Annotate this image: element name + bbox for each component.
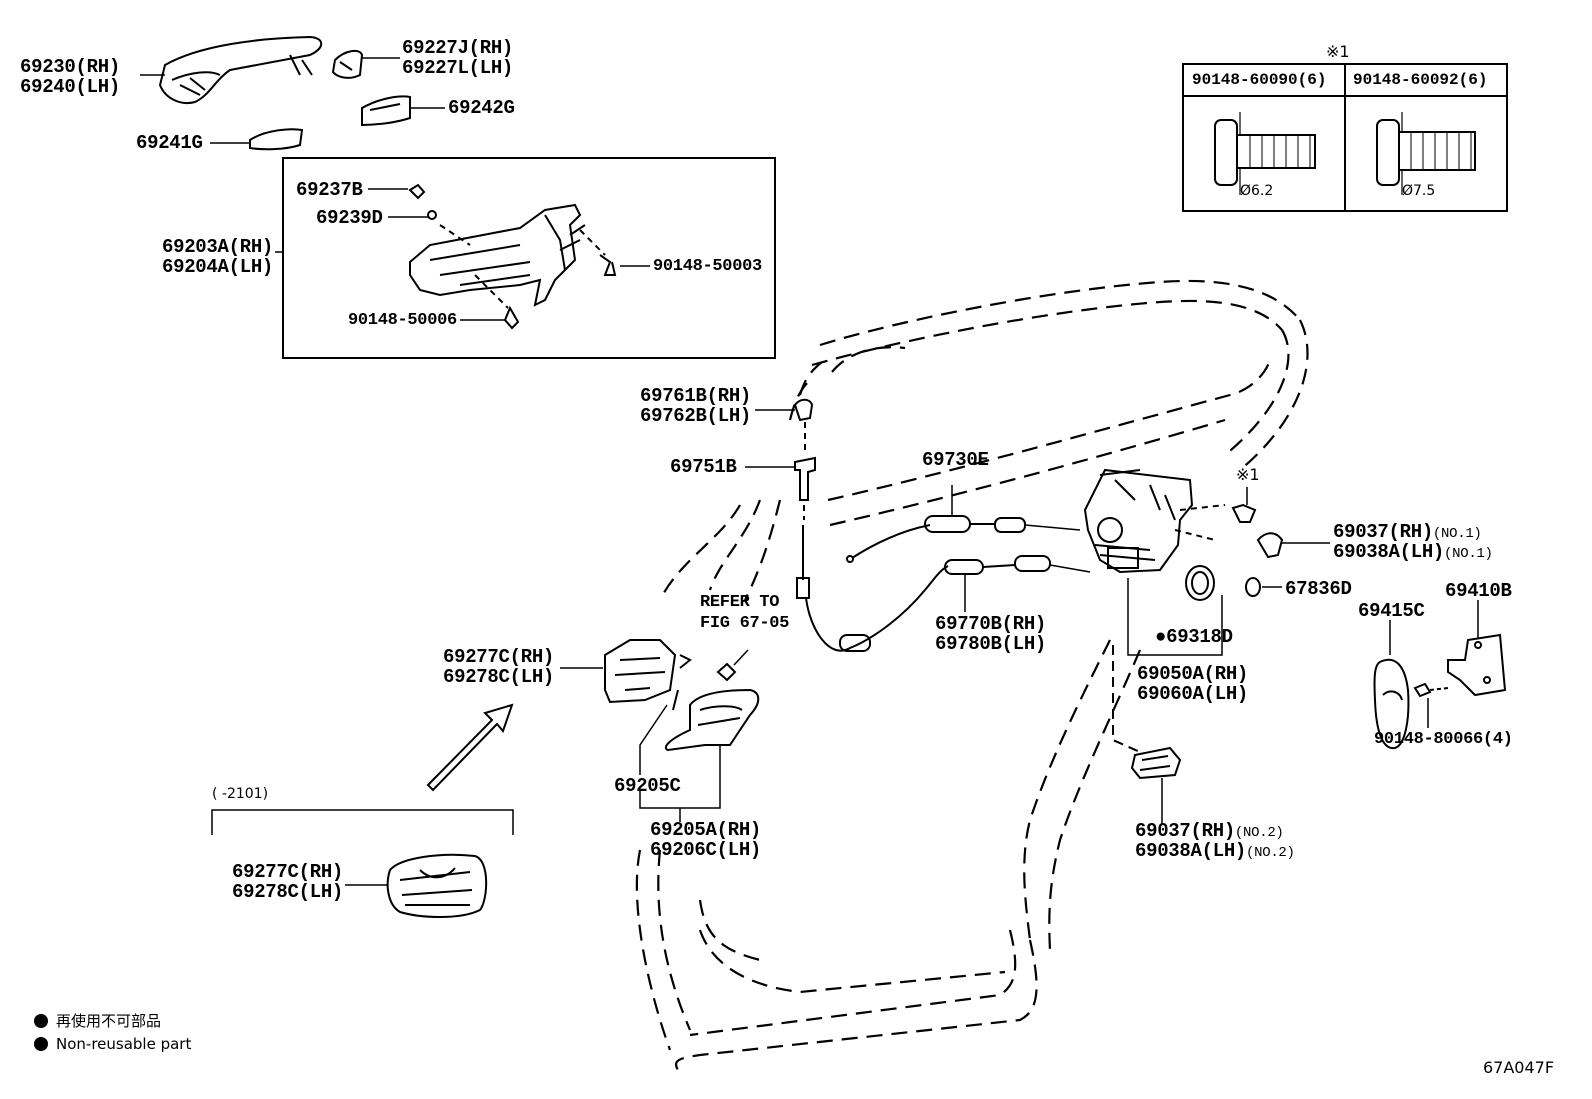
- label-69037-no2-part: 69037(RH): [1135, 820, 1235, 842]
- label-69318d: ●69318D: [1155, 626, 1233, 648]
- label-69780b: 69780B(LH): [935, 633, 1047, 655]
- label-69770b: 69770B(RH): [935, 613, 1047, 635]
- note-mark-bolt: ※1: [1236, 465, 1260, 484]
- bezel-shape: [604, 639, 692, 704]
- label-69038a-no1-note: (NO.1): [1444, 546, 1493, 562]
- bolt-table-dia1: Ø6.2: [1240, 183, 1274, 199]
- legend-dot: [34, 1014, 48, 1028]
- label-69278c-a: 69278C(LH): [443, 666, 555, 688]
- refer-line-2: FIG 67-05: [700, 614, 790, 633]
- label-69239d: 69239D: [316, 207, 383, 229]
- date-range: ( -2101): [212, 786, 269, 802]
- legend-en: Non-reusable part: [34, 1035, 191, 1053]
- label-69762b: 69762B(LH): [640, 405, 752, 427]
- label-69230: 69230(RH): [20, 56, 120, 78]
- arrow-shape: [426, 703, 514, 792]
- bolt-60090-shape: [1214, 112, 1316, 195]
- label-69410b: 69410B: [1445, 580, 1512, 602]
- inside-handle-shape: [664, 688, 760, 752]
- label-69037-no2-note: (NO.2): [1234, 825, 1284, 841]
- label-69037-no1-note: (NO.1): [1432, 526, 1482, 542]
- label-69038a-no2-note: (NO.2): [1246, 845, 1295, 861]
- legend-jp: 再使用不可部品: [34, 1010, 161, 1031]
- label-69751b: 69751B: [670, 456, 737, 478]
- label-69242g: 69242G: [448, 97, 515, 119]
- label-69203a: 69203A(RH): [162, 236, 274, 258]
- label-69038a-no1-part: 69038A(LH): [1333, 541, 1445, 563]
- label-69227l: 69227L(LH): [402, 57, 514, 79]
- refer-line-1: REFER TO: [700, 593, 780, 612]
- bolt-table-dia2: Ø7.5: [1402, 183, 1436, 199]
- door-outline: [635, 279, 1309, 1071]
- label-69050a: 69050A(RH): [1137, 663, 1249, 685]
- label-69278c-b: 69278C(LH): [232, 881, 344, 903]
- label-69240: 69240(LH): [20, 76, 120, 98]
- label-69038a-no2-part: 69038A(LH): [1135, 840, 1247, 862]
- label-69206c: 69206C(LH): [650, 839, 762, 861]
- label-69241g: 69241G: [136, 132, 203, 154]
- bolt-60092-shape: [1376, 112, 1476, 195]
- label-69730e: 69730E: [922, 449, 989, 471]
- label-69204a: 69204A(LH): [162, 256, 274, 278]
- legend-en-text: Non-reusable part: [56, 1035, 192, 1053]
- label-69038a-no2: 69038A(LH)(NO.2): [1135, 841, 1295, 863]
- label-69237b: 69237B: [296, 179, 363, 201]
- note-mark-table: ※1: [1326, 42, 1350, 61]
- label-69277c-a: 69277C(RH): [443, 646, 555, 668]
- label-90148-80066: 90148-80066(4): [1374, 730, 1513, 749]
- legend-dot: [34, 1037, 48, 1051]
- label-90148-50006: 90148-50006: [348, 311, 457, 330]
- label-69205c: 69205C: [614, 775, 681, 797]
- label-90148-50003: 90148-50003: [653, 257, 762, 276]
- door-lock-shape: [1083, 468, 1226, 574]
- label-69415c: 69415C: [1358, 600, 1425, 622]
- handle-frame-shape: [409, 203, 586, 307]
- label-69060a: 69060A(LH): [1137, 683, 1249, 705]
- bolt-table-col2: 90148-60092(6): [1353, 71, 1488, 89]
- bezel-alt-shape: [386, 853, 488, 918]
- outer-handle-shape: [158, 35, 323, 104]
- label-69037-no1-part: 69037(RH): [1333, 521, 1433, 543]
- bolt-table-col1: 90148-60090(6): [1192, 71, 1327, 89]
- label-69205a: 69205A(RH): [650, 819, 762, 841]
- legend-jp-text: 再使用不可部品: [56, 1012, 162, 1030]
- label-69037-no1: 69037(RH)(NO.1): [1333, 522, 1482, 544]
- label-69761b: 69761B(RH): [640, 385, 752, 407]
- label-69037-no2: 69037(RH)(NO.2): [1135, 821, 1284, 843]
- label-69038a-no1: 69038A(LH)(NO.1): [1333, 542, 1493, 564]
- label-69227j: 69227J(RH): [402, 37, 514, 59]
- figure-code: 67A047F: [1483, 1058, 1555, 1077]
- label-67836d: 67836D: [1285, 578, 1352, 600]
- label-69277c-b: 69277C(RH): [232, 861, 344, 883]
